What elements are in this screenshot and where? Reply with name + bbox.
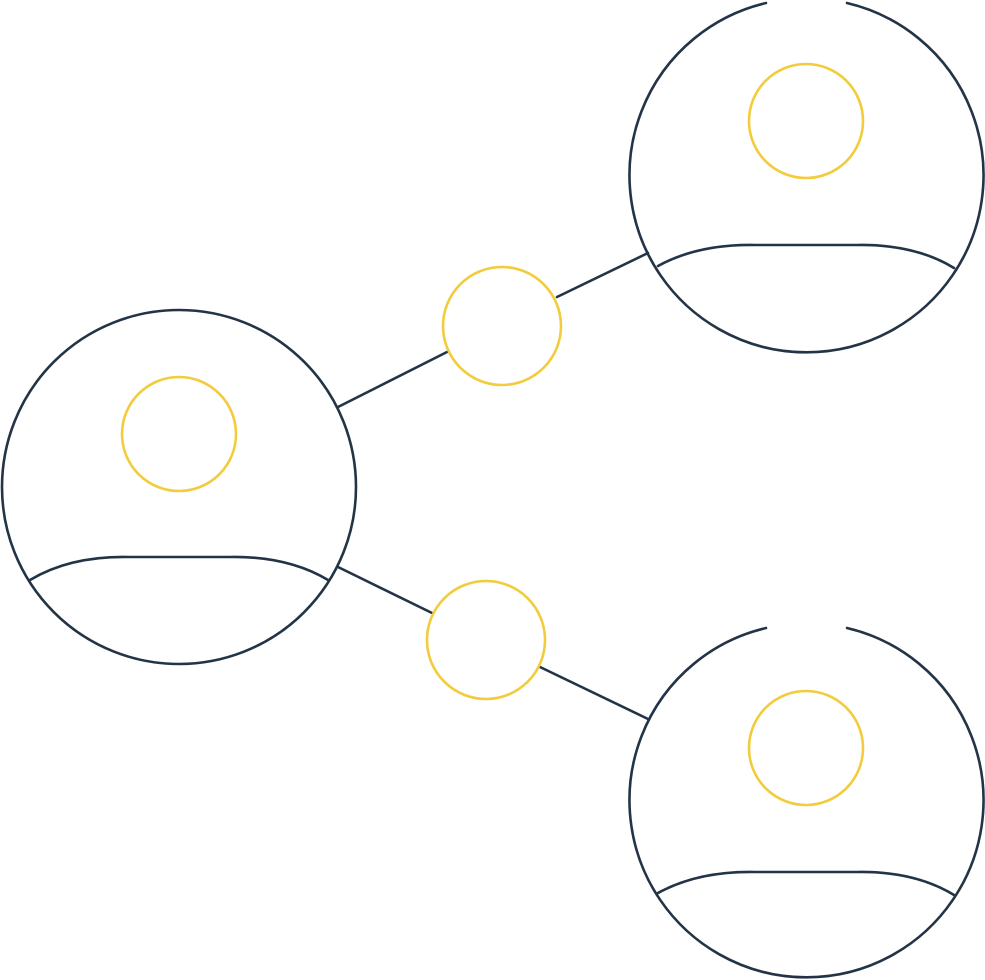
connector-nodes	[425, 265, 563, 701]
user-head-icon	[120, 375, 238, 493]
connector-line-bottom-right	[538, 665, 650, 721]
connector-line-top-right	[555, 251, 650, 299]
user-shoulders-icon	[28, 555, 330, 582]
user-shoulders-icon	[656, 870, 956, 897]
user-left-avatar-icon	[0, 308, 358, 666]
connector-line-bottom-left	[336, 565, 434, 615]
connector-line-top-left	[336, 350, 449, 409]
avatar-frame	[628, 626, 985, 979]
user-top-right-avatar-icon	[628, 1, 985, 354]
connector-node-icon	[441, 265, 563, 387]
user-head-icon	[747, 62, 865, 180]
avatar-frame	[628, 1, 985, 354]
user-head-icon	[747, 689, 865, 807]
avatar-frame	[0, 308, 358, 666]
user-bottom-right-avatar-icon	[628, 626, 985, 979]
connector-lines	[336, 251, 650, 721]
connector-node-icon	[425, 579, 547, 701]
user-shoulders-icon	[656, 243, 956, 270]
